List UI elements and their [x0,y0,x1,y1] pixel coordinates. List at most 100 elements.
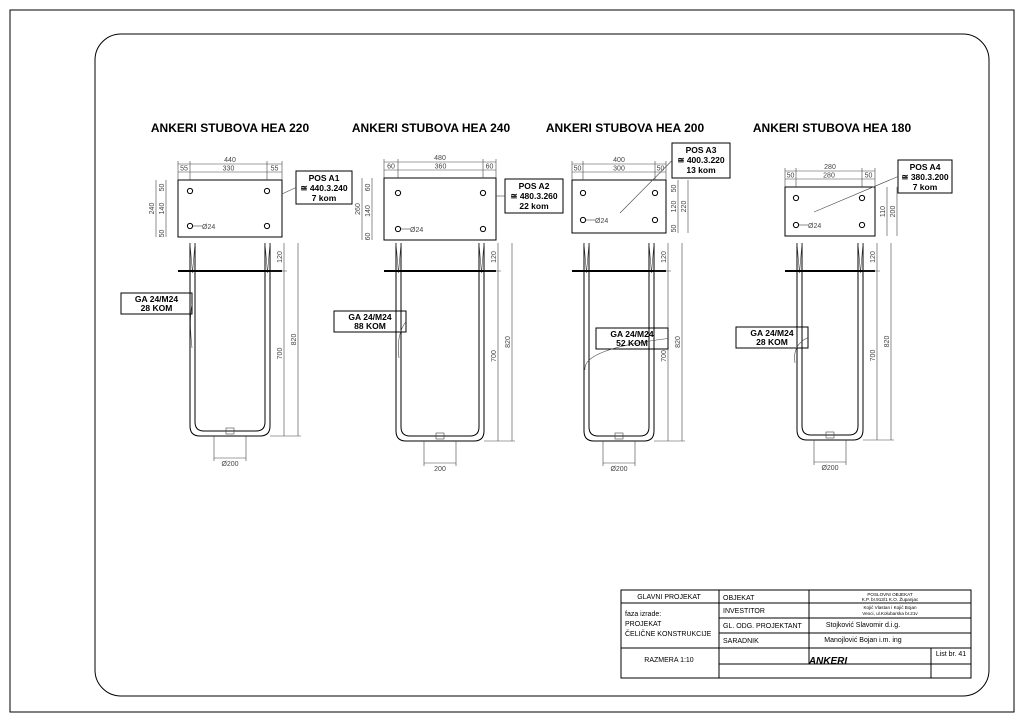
straight-length: 700 [870,350,877,362]
anchor-qty: 28 KOM [141,303,173,313]
anchor-qty: 28 KOM [756,337,788,347]
bolt-hole [186,187,194,195]
pos-name: POS A4 [910,162,941,172]
thread-left [189,242,196,274]
anchor-name: GA 24/M24 [610,329,653,339]
total-length: 820 [505,336,512,348]
edge-top: 50 [159,184,166,192]
edge-left: 50 [574,166,582,173]
view-title: ANKERI STUBOVA HEA 240 [352,121,511,135]
bottom-bar [825,431,835,439]
hole-spacing: 360 [435,164,447,171]
plate-height: 200 [890,206,897,218]
hole-diameter-label: Ø24 [410,227,423,234]
tb-assoc-label: SARADNIK [723,638,759,645]
pos-size: ≅ 480.3.260 [510,191,558,201]
hole-v-spacing: 110 [880,206,887,217]
tb-phase-label: faza izrade: [625,611,661,618]
tb-investor-value-1: Kojić Vlastan i Kojić Bojan [863,605,917,610]
tb-object-value-1: POSLOVNI OBJEKAT [867,592,913,597]
tb-investor-label: INVESTITOR [723,608,765,615]
anchor-name: GA 24/M24 [750,328,793,338]
edge-left: 60 [387,164,395,171]
view-title: ANKERI STUBOVA HEA 180 [753,121,912,135]
pos-qty: 22 kom [519,201,549,211]
anchor-leader [398,321,407,359]
pos-qty: 7 kom [312,193,337,203]
plate-height: 220 [681,201,688,213]
base-width: Ø200 [821,465,838,472]
thread-right [264,242,271,274]
top-length: 120 [277,251,284,263]
bolt-hole [263,222,271,230]
pos-leader [813,176,899,213]
anchor-leader [794,337,809,364]
plate-height: 240 [149,203,156,215]
thread-left [796,242,803,274]
plate-width: 440 [224,157,236,164]
anchor-name: GA 24/M24 [135,294,178,304]
pos-size: ≅ 400.3.220 [677,155,725,165]
thread-left [583,242,590,274]
edge-left: 50 [787,173,795,180]
u-anchor-outer [395,243,485,442]
bolt-hole [579,216,587,224]
tb-phase-2: ČELIČNE KONSTRUKCIJE [625,629,712,638]
plate-height: 260 [355,203,362,215]
edge-right: 50 [865,173,873,180]
bolt-hole [858,221,866,229]
tb-scale: RAZMERA 1:10 [644,657,694,664]
straight-length: 700 [491,350,498,362]
bolt-hole [263,187,271,195]
u-anchor-inner [194,243,266,432]
bolt-hole [479,225,487,233]
hole-v-spacing: 140 [365,205,372,217]
pos-leader [281,187,297,195]
base-width: Ø200 [221,461,238,468]
bolt-hole [651,216,659,224]
tb-sheet-number: List br. 41 [936,651,966,658]
base-width: 200 [434,466,446,473]
pos-qty: 7 kom [913,182,938,192]
hole-spacing: 300 [613,166,625,173]
bolt-hole [579,189,587,197]
tb-drawing-title: ANKERI [808,656,848,667]
u-anchor-outer [583,243,655,442]
base-plate [784,186,876,237]
thread-right [857,242,864,274]
straight-length: 700 [277,348,284,360]
bolt-hole [792,221,800,229]
tb-phase-1: PROJEKAT [625,621,662,628]
bottom-bar [614,432,624,440]
u-anchor-outer [796,243,864,441]
tb-object-label: OBJEKAT [723,595,755,602]
base-width: Ø200 [610,466,627,473]
tb-investor-value-2: Veoci, ul.Kolubarska br.21v [862,611,918,616]
hole-v-spacing: 140 [159,203,166,215]
u-anchor-inner [801,243,859,436]
hole-diameter-label: Ø24 [808,223,821,230]
hole-diameter-label: Ø24 [202,224,215,231]
base-plate [383,177,497,241]
tb-chief-label: GL. ODG. PROJEKTANT [723,623,803,630]
view-title: ANKERI STUBOVA HEA 220 [151,121,310,135]
bolt-hole [394,189,402,197]
sheet-outer-border [9,9,1015,713]
hole-v-spacing: 120 [671,201,678,213]
anchor-name: GA 24/M24 [348,312,391,322]
edge-top: 50 [671,185,678,193]
u-anchor-inner [588,243,650,437]
thread-left [395,242,402,274]
tb-assoc-value: Manojlović Bojan i.m. ing [824,637,902,644]
anchor-leader [190,303,193,349]
total-length: 820 [675,336,682,348]
hole-spacing: 330 [223,166,235,173]
sheet-inner-border [94,33,990,697]
bolt-hole [479,189,487,197]
bottom-bar [435,432,445,440]
pos-name: POS A1 [309,173,340,183]
